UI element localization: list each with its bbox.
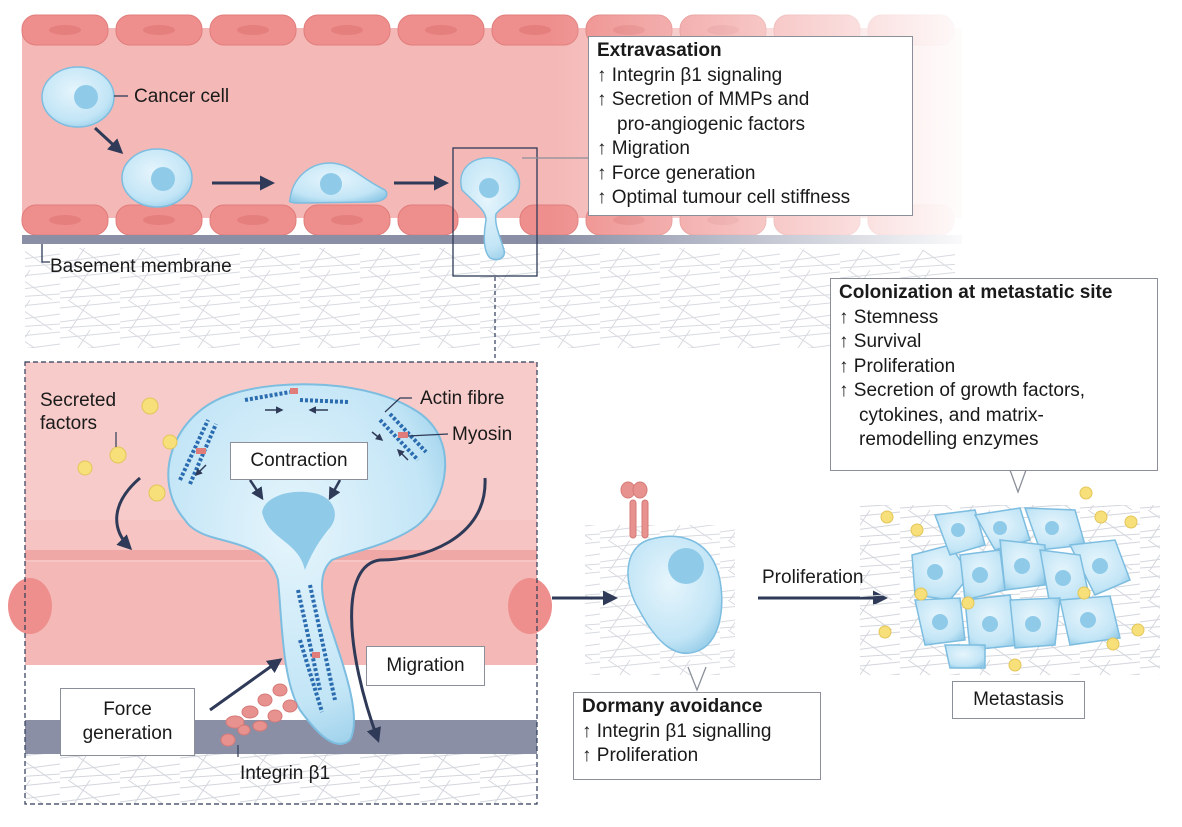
basement-membrane-label: Basement membrane — [50, 256, 232, 277]
extravasation-box: Extravasation ↑ Integrin β1 signaling ↑ … — [588, 36, 913, 216]
force-generation-tag: Force generation — [60, 688, 195, 756]
colonization-line: cytokines, and matrix- — [859, 404, 1044, 426]
colonization-title: Colonization at metastatic site — [839, 282, 1113, 303]
contraction-tag: Contraction — [230, 442, 368, 480]
secreted-factors-label-1: Secreted — [40, 390, 117, 411]
extravasation-line: ↑ Secretion of MMPs and — [597, 89, 810, 110]
metastasis-cluster — [860, 469, 1160, 675]
colonization-line: ↑ Stemness — [839, 306, 939, 328]
dormancy-title: Dormany avoidance — [582, 696, 763, 717]
dormancy-line: ↑ Integrin β1 signalling — [582, 720, 772, 742]
secreted-factors-label-2: factors — [40, 413, 98, 434]
extravasation-title: Extravasation — [597, 40, 722, 61]
integrin-label: Integrin β1 — [240, 763, 331, 784]
metastasis-tag: Metastasis — [952, 681, 1085, 719]
actin-fibre-label: Actin fibre — [420, 388, 505, 409]
dormancy-line: ↑ Proliferation — [582, 745, 699, 766]
colonization-line: ↑ Survival — [839, 331, 922, 352]
cancer-cell-sequence — [41, 66, 588, 360]
ecm-mesh-top — [25, 248, 955, 348]
colonization-line: ↑ Proliferation — [839, 355, 956, 377]
dormancy-box: Dormany avoidance ↑ Integrin β1 signalli… — [573, 692, 821, 780]
extravasation-line: pro-angiogenic factors — [617, 113, 805, 135]
extravasation-line: ↑ Integrin β1 signaling — [597, 64, 783, 86]
myosin-label: Myosin — [452, 424, 513, 445]
extravasation-line: ↑ Optimal tumour cell stiffness — [597, 187, 851, 208]
proliferation-arrow-label: Proliferation — [762, 567, 864, 588]
extravasation-line: ↑ Force generation — [597, 162, 756, 184]
migration-tag: Migration — [366, 646, 485, 686]
colonization-line: ↑ Secretion of growth factors, — [839, 380, 1086, 401]
cancer-cell-label: Cancer cell — [134, 86, 230, 107]
dormant-cell — [552, 481, 888, 692]
colonization-box: Colonization at metastatic site ↑ Stemne… — [830, 278, 1158, 471]
force-generation-line-2: generation — [82, 723, 173, 744]
force-generation-line-1: Force — [103, 699, 152, 720]
extravasation-line: ↑ Migration — [597, 138, 690, 159]
colonization-line: remodelling enzymes — [859, 429, 1039, 450]
